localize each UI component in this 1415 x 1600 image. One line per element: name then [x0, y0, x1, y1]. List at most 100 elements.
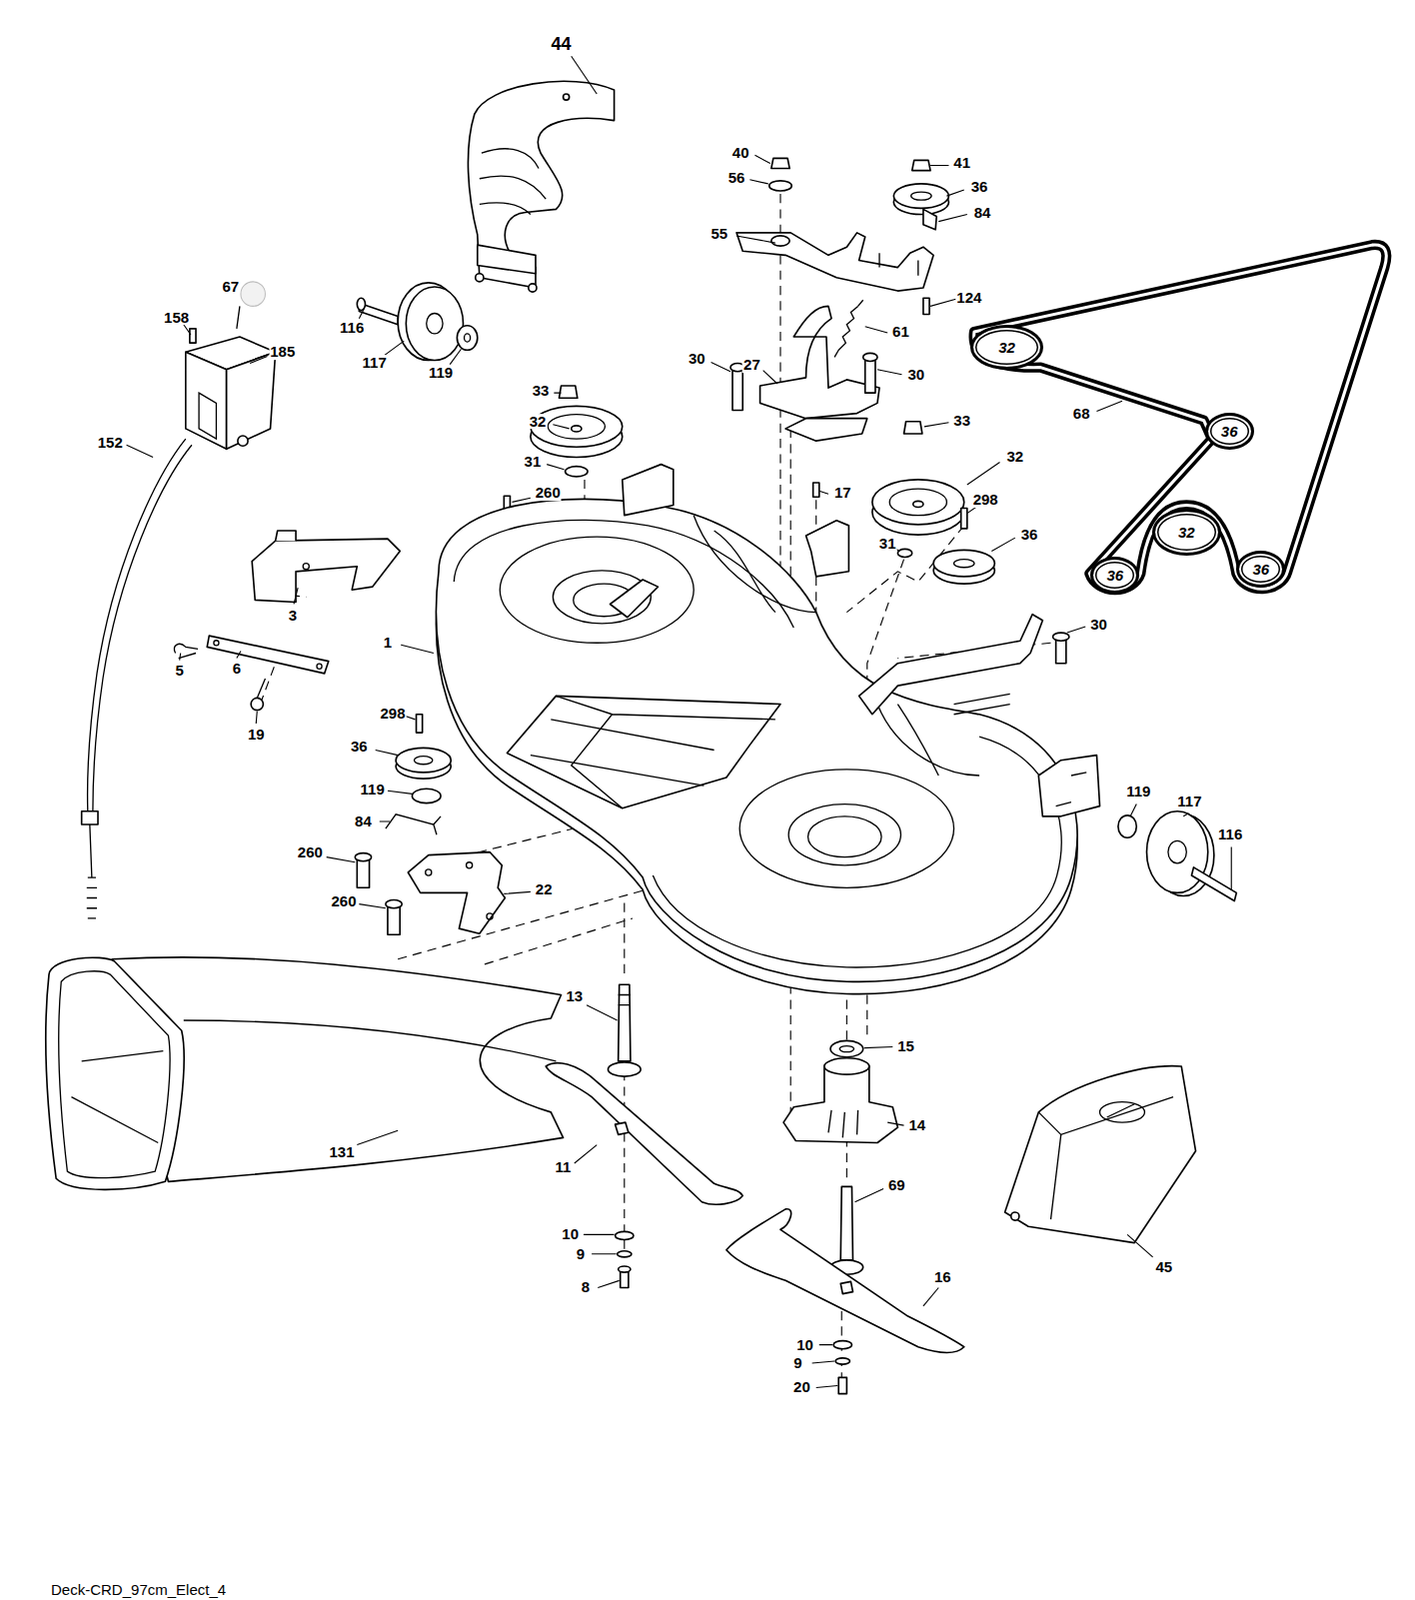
pivot-bracket — [863, 352, 878, 361]
pivot-bracket — [760, 305, 880, 418]
blade-spindle — [618, 994, 631, 1005]
callout-number: 116 — [1217, 826, 1244, 843]
spindle-cover — [1011, 1212, 1020, 1221]
belt-cover — [467, 80, 614, 288]
pivot-bracket — [785, 418, 868, 441]
deck-pulley — [904, 421, 923, 434]
idler-arm — [879, 252, 919, 275]
idler-pulley — [385, 814, 441, 835]
blade-spindle — [615, 1122, 629, 1135]
callout-number: 8 — [580, 1280, 591, 1297]
clutch-bracket — [236, 305, 240, 328]
pulley-circle: 36 — [1205, 412, 1255, 450]
clutch-bracket — [226, 351, 276, 449]
clutch-bracket — [185, 351, 227, 449]
callout-number: 33 — [952, 412, 972, 429]
front-bracket — [173, 643, 198, 658]
gauge-wheel — [464, 333, 471, 342]
callout-number: 20 — [792, 1380, 812, 1397]
mower-deck — [806, 520, 850, 577]
front-bracket — [316, 663, 322, 669]
callout-number: 56 — [727, 169, 747, 186]
spindle-housing — [726, 1209, 965, 1354]
pulley-circle: 36 — [1236, 550, 1286, 588]
deck-pulley — [933, 549, 995, 577]
callout-number: 36 — [970, 178, 990, 195]
idler-arm — [912, 159, 931, 170]
callout-number: 260 — [296, 845, 324, 862]
belt-cover — [528, 283, 537, 292]
callout-number: 119 — [359, 781, 386, 798]
callout-number: 69 — [887, 1177, 907, 1194]
deck-pulley — [889, 488, 947, 516]
discharge-chute — [58, 971, 170, 1179]
callout-number: 61 — [891, 323, 911, 340]
mower-deck — [506, 695, 781, 808]
pivot-bracket — [813, 482, 820, 497]
callout-number: 32 — [528, 413, 548, 430]
spindle-cover — [1038, 1097, 1174, 1221]
mower-deck — [1053, 632, 1070, 641]
spindle-cover — [1005, 1066, 1197, 1244]
idler-arm — [771, 235, 790, 246]
deck-pulley — [503, 385, 622, 511]
idler-arm — [923, 297, 930, 314]
idler-pulley — [466, 862, 473, 869]
deck-pulley — [897, 548, 912, 557]
pulley-circle: 32 — [970, 324, 1045, 370]
front-bracket — [173, 530, 400, 711]
callout-number: 55 — [709, 225, 729, 242]
gauge-wheel — [1118, 815, 1137, 838]
callout-number: 32 — [1178, 524, 1196, 540]
belt-cover — [563, 93, 570, 100]
mower-deck — [877, 704, 980, 776]
deck-pulley — [547, 414, 605, 440]
blade-spindle — [618, 1266, 631, 1273]
callout-number: 6 — [231, 660, 242, 677]
drive-belt — [974, 244, 1388, 590]
callout-number: 27 — [742, 357, 762, 374]
gauge-wheel — [405, 286, 463, 361]
callout-number: 68 — [1072, 406, 1092, 423]
idler-pulley — [425, 869, 432, 876]
callout-number: 40 — [731, 144, 751, 161]
deck-pulley — [961, 508, 968, 529]
leader-line — [126, 55, 1233, 1388]
spindle-cover — [1107, 1104, 1136, 1118]
idler-arm — [911, 191, 932, 200]
pulley-circle: 32 — [1152, 508, 1222, 556]
callout-number: 22 — [534, 881, 554, 898]
mower-deck — [610, 579, 659, 618]
belt-cover — [475, 273, 484, 282]
callout-number: 116 — [338, 319, 365, 336]
mower-deck — [693, 515, 817, 613]
clutch-bracket — [240, 281, 266, 307]
idler-pulley — [356, 859, 369, 889]
drive-belt — [974, 244, 1388, 590]
leader-line — [126, 55, 1233, 1388]
pulley-circle: 36 — [1090, 556, 1140, 594]
clutch-bracket — [81, 811, 98, 825]
front-bracket — [302, 563, 309, 570]
blade-spindle — [607, 1062, 641, 1077]
spindle-housing — [835, 1358, 850, 1365]
mower-deck — [954, 693, 1011, 714]
callout-number: 30 — [906, 366, 926, 383]
belt-cover — [467, 80, 614, 292]
callout-number: 298 — [972, 491, 1000, 508]
callout-number: 131 — [327, 1144, 355, 1161]
deck-pulley — [872, 479, 965, 525]
callout-number: 36 — [1107, 567, 1125, 583]
mower-deck — [622, 464, 674, 516]
front-bracket — [251, 538, 400, 602]
callout-number: 16 — [933, 1269, 953, 1286]
clutch-bracket — [87, 438, 186, 812]
callout-number: 119 — [1125, 783, 1152, 800]
callout-number: 117 — [361, 355, 388, 372]
callout-number: 67 — [220, 278, 240, 295]
belt-cover — [479, 148, 546, 215]
front-bracket — [275, 530, 296, 541]
blade-spindle — [617, 1251, 632, 1258]
callout-number: 36 — [1252, 561, 1270, 577]
